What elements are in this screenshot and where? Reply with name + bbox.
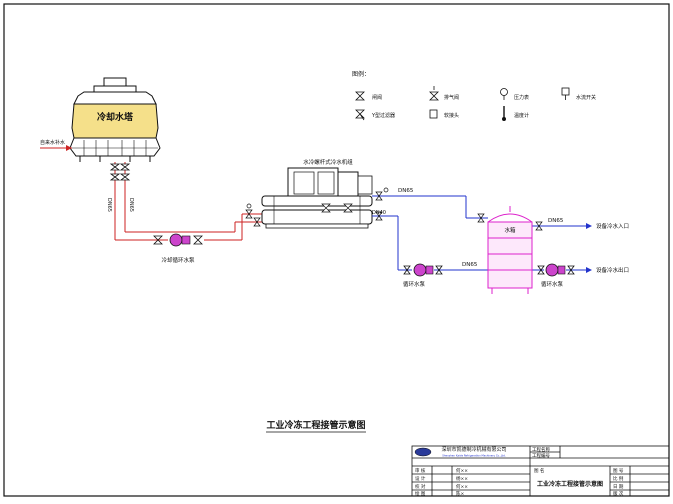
signature-rows: 审 核 何×× 设 计 杨×× 校 对 何×× 绘 图 陈× <box>415 467 468 497</box>
row-role: 设 计 <box>415 475 426 482</box>
flow-switch-icon <box>561 87 570 96</box>
company-name-en: Shenzhen Kaide Refrigeration Machinery C… <box>442 454 506 458</box>
chiller-unit: 水冷螺杆式冷水机组 <box>261 158 373 229</box>
project-name-label: 工程名称 <box>532 446 550 453</box>
pressure-gauge-icon <box>500 88 508 96</box>
drawing-name-label: 图 名 <box>534 467 544 474</box>
legend: 图例： 闸阀 排气阀 压力表 水流开关 Y型过滤器 软接头 温度计 <box>352 70 596 121</box>
makeup-water-line: 自来水补水 <box>40 139 72 151</box>
equipment-outlet-label: 设备冷水出口 <box>596 266 629 274</box>
field-label: 日 期 <box>613 484 624 490</box>
gate-valve-icon <box>355 91 365 101</box>
tower-pipe-right-label: DN65 <box>128 198 134 212</box>
row-role: 校 对 <box>415 483 426 490</box>
company-logo <box>414 447 432 457</box>
pump-pipe-label: DN65 <box>462 262 478 268</box>
legend-label-soft-joint: 软接头 <box>444 112 459 119</box>
legend-label-gate-valve: 闸阀 <box>372 94 382 101</box>
drawing-name: 工业冷冻工程接管示意图 <box>537 480 603 488</box>
legend-title: 图例： <box>352 70 370 78</box>
small-pipe-label: DN40 <box>372 210 386 216</box>
chiller-out-pipe-label: DN65 <box>398 188 414 194</box>
chilled-pump-right-label: 循环水泵 <box>541 280 564 288</box>
water-tank <box>487 206 533 294</box>
drawing-title: 工业冷冻工程接管示意图 <box>266 419 365 431</box>
field-label: 比 例 <box>613 475 624 482</box>
cooling-pump-label: 冷却循环水泵 <box>161 256 195 264</box>
condenser-valves <box>245 203 261 227</box>
equipment-inlet-label: 设备冷水入口 <box>596 222 629 230</box>
legend-label-thermometer: 温度计 <box>514 112 529 119</box>
cooling-pump: 冷却循环水泵 <box>153 233 203 264</box>
row-name: 杨×× <box>456 475 468 482</box>
legend-label-air-vent: 排气阀 <box>444 94 459 101</box>
tank-out-pipe-label: DN65 <box>548 218 564 224</box>
legend-label-pressure-gauge: 压力表 <box>514 94 529 101</box>
title-block <box>411 445 670 497</box>
air-vent-icon <box>429 86 439 101</box>
water-tank-label: 水箱 <box>504 226 516 234</box>
chilled-water-fittings <box>375 187 543 231</box>
chilled-water-pipes <box>372 195 588 271</box>
drawing-border <box>3 3 670 497</box>
makeup-water-label: 自来水补水 <box>40 139 65 146</box>
company-name: 深圳市凯德制冷机械有限公司 <box>441 446 506 453</box>
cooling-tower: 冷却水塔 <box>69 77 161 162</box>
row-name: 何×× <box>456 483 468 490</box>
right-fields: 图 号 比 例 日 期 版 次 <box>613 468 624 497</box>
row-name: 何×× <box>456 467 468 474</box>
row-name: 陈× <box>456 490 464 497</box>
cooling-tower-label: 冷却水塔 <box>97 111 134 123</box>
project-no-label: 工程编号 <box>532 452 550 459</box>
y-strainer-icon <box>355 109 365 121</box>
tower-valves <box>109 163 131 181</box>
chilled-pump-right: 循环水泵 <box>537 263 575 288</box>
cooling-water-pipes <box>114 162 262 241</box>
soft-joint-icon <box>429 109 438 119</box>
chiller-label: 水冷螺杆式冷水机组 <box>303 158 353 166</box>
chilled-pump-left-label: 循环水泵 <box>403 280 426 288</box>
row-role: 绘 图 <box>415 490 426 497</box>
field-label: 图 号 <box>613 468 624 474</box>
row-role: 审 核 <box>415 467 426 474</box>
chilled-pump-left: 循环水泵 <box>403 263 443 288</box>
tower-pipe-left-label: DN65 <box>106 198 112 212</box>
field-label: 版 次 <box>613 490 624 497</box>
legend-label-flow-switch: 水流开关 <box>576 94 596 101</box>
legend-label-y-strainer: Y型过滤器 <box>371 112 395 119</box>
